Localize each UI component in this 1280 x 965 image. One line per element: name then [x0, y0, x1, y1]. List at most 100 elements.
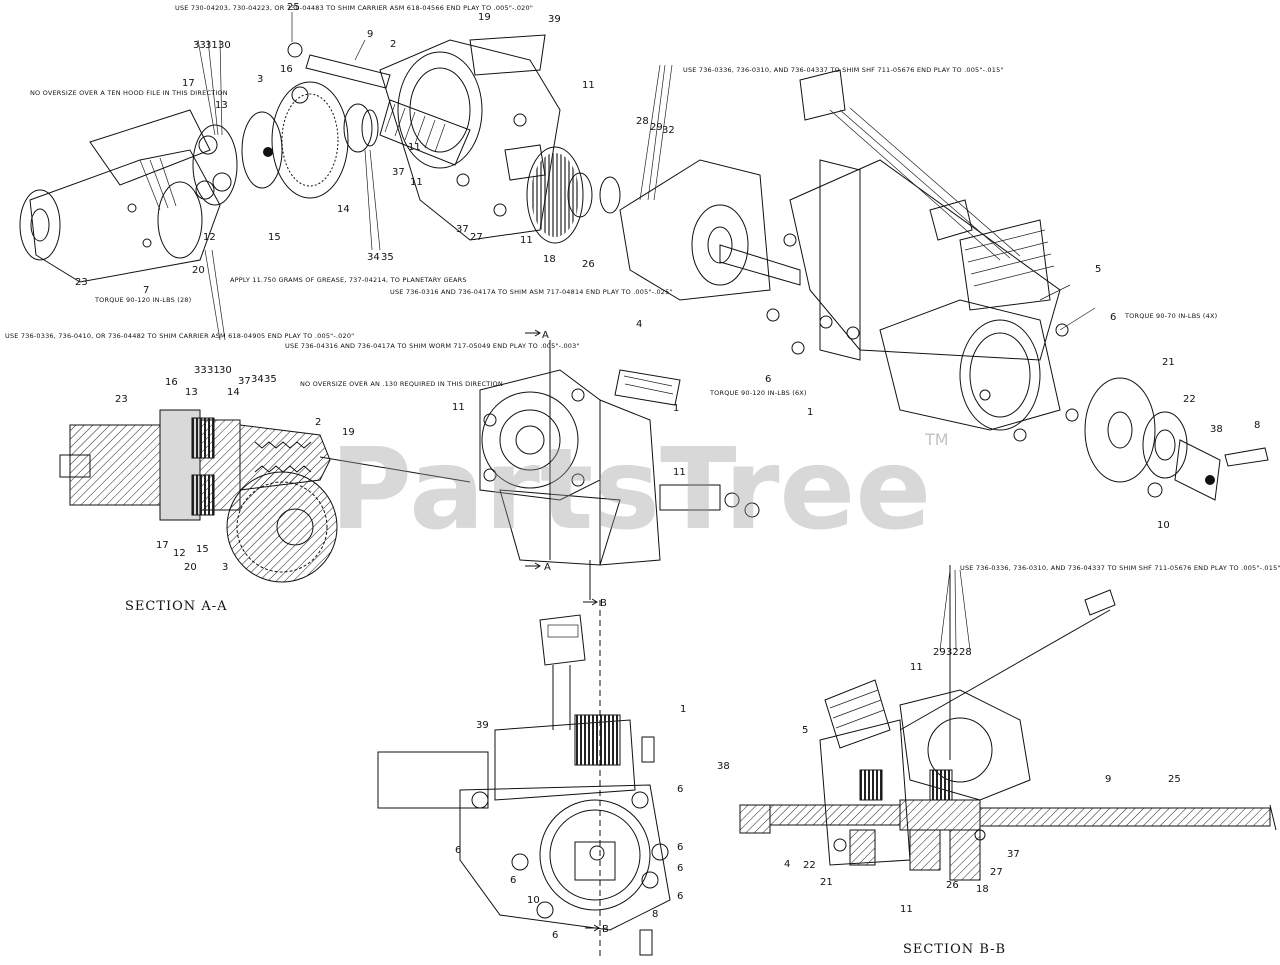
label-bc-1: 1 [680, 704, 686, 715]
label-11a: 11 [410, 177, 423, 188]
section-b-b-title: SECTION B-B [903, 942, 1006, 957]
label-22: 22 [1183, 394, 1196, 405]
bolts [766, 233, 1079, 442]
bracket-harness [789, 69, 1061, 361]
label-bc-6d: 6 [677, 863, 683, 874]
label-a-16: 16 [165, 377, 178, 388]
label-b-27: 27 [990, 867, 1003, 878]
label-a-17: 17 [156, 540, 169, 551]
label-39: 39 [548, 14, 561, 25]
note-no-oversize-b: NO OVERSIZE OVER AN .130 REQUIRED IN THI… [300, 380, 503, 388]
watermark-trademark: TM [924, 430, 949, 449]
leader-lines [197, 12, 1096, 651]
label-b-11a: 11 [910, 662, 923, 673]
label-bc-6a: 6 [455, 845, 461, 856]
label-bc-39: 39 [476, 720, 489, 731]
label-c-11b: 11 [673, 467, 686, 478]
label-a-3: 3 [222, 562, 228, 573]
note-torque-6: TORQUE 90-70 IN-LBS (4X) [1124, 312, 1217, 320]
label-b-11b: 11 [900, 904, 913, 915]
label-23: 23 [75, 277, 88, 288]
housing-cover [599, 159, 801, 301]
section-a-a [59, 409, 471, 583]
label-a-37: 37 [238, 376, 251, 387]
label-12: 12 [203, 232, 216, 243]
label-11b: 11 [582, 80, 595, 91]
label-b-18: 18 [976, 884, 989, 895]
label-b-4: 4 [784, 859, 790, 870]
label-a-34: 34 [251, 374, 264, 385]
watermark: PartsTree TM [330, 425, 949, 555]
label-18: 18 [543, 254, 556, 265]
label-28: 28 [636, 116, 649, 127]
label-3: 3 [257, 74, 263, 85]
label-b-32: 32 [946, 647, 959, 658]
label-6a: 6 [1110, 312, 1116, 323]
brake-housing-5 [879, 299, 1061, 431]
label-bc-10: 10 [527, 895, 540, 906]
label-10: 10 [1157, 520, 1170, 531]
label-bc-6b: 6 [677, 784, 683, 795]
label-25: 25 [287, 2, 300, 13]
note-grease: APPLY 11.750 GRAMS OF GREASE, 737-04214,… [230, 276, 467, 284]
section-marker-a-top: A [542, 330, 549, 341]
label-29: 29 [650, 122, 663, 133]
section-b-b [739, 565, 1277, 881]
label-bc-6e: 6 [677, 891, 683, 902]
label-37: 37 [392, 167, 405, 178]
label-15: 15 [268, 232, 281, 243]
label-5: 5 [1095, 264, 1101, 275]
note-shim-worm: USE 736-04316 AND 736-0417A TO SHIM WORM… [285, 342, 580, 350]
label-a-31: 31 [207, 365, 220, 376]
label-a-30: 30 [219, 365, 232, 376]
label-a-35: 35 [264, 374, 277, 385]
label-c-11a: 11 [452, 402, 465, 413]
section-marker-a-bottom: A [544, 562, 551, 573]
label-6b: 6 [765, 374, 771, 385]
label-a-23: 23 [115, 394, 128, 405]
label-32: 32 [662, 125, 675, 136]
label-16: 16 [280, 64, 293, 75]
label-30: 30 [218, 40, 231, 51]
label-b-21: 21 [820, 877, 833, 888]
label-11d: 11 [408, 142, 421, 153]
label-a-19: 19 [342, 427, 355, 438]
label-31: 31 [205, 40, 218, 51]
label-14: 14 [337, 204, 350, 215]
label-bc-6c: 6 [677, 842, 683, 853]
label-2: 2 [390, 39, 396, 50]
label-a-20: 20 [184, 562, 197, 573]
note-shim-section-b: USE 736-0336, 736-0310, AND 736-04337 TO… [960, 564, 1280, 572]
part-labels: 25 19 39 9 2 3 33 31 30 17 16 13 14 37 1… [75, 2, 1260, 941]
label-b-26: 26 [946, 880, 959, 891]
center-view [479, 340, 760, 600]
section-a-a-title: SECTION A-A [125, 599, 227, 614]
label-33: 33 [193, 40, 206, 51]
worm-shaft [287, 42, 471, 166]
label-bc-6f: 6 [510, 875, 516, 886]
label-20: 20 [192, 265, 205, 276]
label-b-28: 28 [959, 647, 972, 658]
label-b-25: 25 [1168, 774, 1181, 785]
label-a-13: 13 [185, 387, 198, 398]
watermark-text: PartsTree [330, 425, 931, 555]
label-4: 4 [636, 319, 642, 330]
label-17: 17 [182, 78, 195, 89]
note-torque-28: TORQUE 90-120 IN-LBS (28) [94, 296, 191, 304]
label-bc-8: 8 [652, 909, 658, 920]
label-13: 13 [215, 100, 228, 111]
label-a-14: 14 [227, 387, 240, 398]
label-34: 34 [367, 252, 380, 263]
label-11c: 11 [520, 235, 533, 246]
label-26: 26 [582, 259, 595, 270]
label-b-37: 37 [1007, 849, 1020, 860]
brake-discs [1084, 377, 1269, 501]
note-torque-bottom: TORQUE 90-120 IN-LBS (6X) [709, 389, 807, 397]
planetary-gears [192, 81, 379, 206]
label-9: 9 [367, 29, 373, 40]
label-b-9: 9 [1105, 774, 1111, 785]
label-c-1: 1 [673, 403, 679, 414]
label-a-12: 12 [173, 548, 186, 559]
